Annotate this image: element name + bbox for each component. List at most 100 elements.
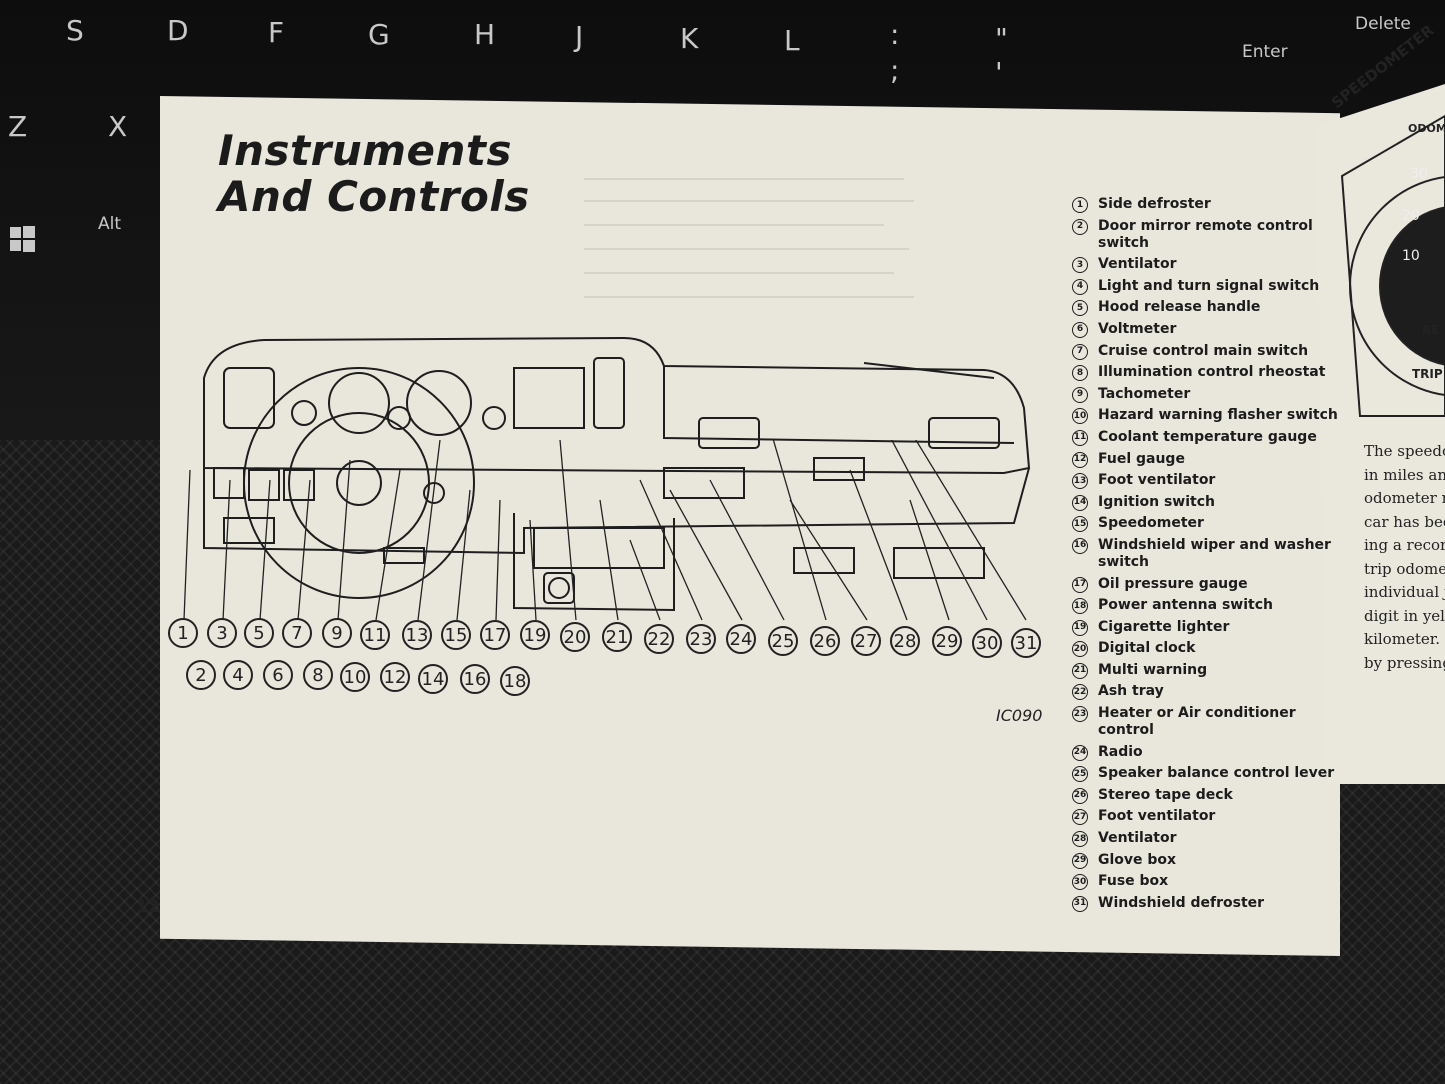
legend-num: 14 [1072,494,1088,511]
legend-num: 28 [1072,831,1088,848]
key-f: F [268,16,285,49]
dashboard-illustration [203,336,1031,612]
legend-num: 25 [1072,766,1088,783]
callout-10: 10 [340,662,370,692]
legend-num: 15 [1072,516,1088,533]
callout-18: 18 [500,666,530,696]
key-colon: : [890,18,900,51]
gauge-label-10: 10 [1402,248,1420,264]
callout-23: 23 [686,624,716,654]
legend-item: 20 Digital clock [1072,640,1352,658]
legend-num: 22 [1072,684,1088,701]
key-delete: Delete [1355,14,1411,34]
legend-label: Power antenna switch [1098,597,1273,614]
legend-num: 26 [1072,787,1088,804]
legend-label: Hood release handle [1098,299,1261,316]
speedo-line: kilometer. Re [1364,630,1445,648]
legend-label: Cruise control main switch [1098,342,1309,359]
speedometer-gauge-illustration: ODOM 30 20 10 RE TRIP [1340,114,1445,417]
callout-11: 11 [360,620,390,650]
legend-label: Multi warning [1098,661,1208,678]
legend-label: Side defroster [1098,196,1211,212]
callout-22: 22 [644,624,674,654]
key-alt: Alt [98,214,122,234]
legend-label: Digital clock [1098,640,1196,657]
callout-6: 6 [263,660,293,690]
legend-num: 31 [1072,895,1088,912]
gauge-label-30: 30 [1410,166,1428,182]
speedo-line: digit in yellow [1364,606,1445,625]
legend-item: 7 Cruise control main switch [1072,343,1352,360]
gauge-label-re: RE [1422,323,1439,337]
legend-label: Fuse box [1098,873,1169,890]
legend-num: 7 [1072,343,1088,360]
legend-label: Glove box [1098,851,1177,868]
legend-label: Windshield wiper and washer switch [1098,536,1331,570]
page-title-line1: Instruments [218,126,512,175]
figure-code: IC090 [996,706,1043,725]
legend-label: Light and turn signal switch [1098,277,1320,294]
key-k: K [680,22,699,55]
legend-num: 13 [1072,473,1088,490]
gauge-label-odom: ODOM [1408,122,1445,135]
legend-label: Foot ventilator [1098,808,1216,825]
callout-4: 4 [223,660,253,690]
legend-num: 30 [1072,874,1088,891]
legend-label: Voltmeter [1098,320,1177,337]
key-enter: Enter [1242,42,1288,62]
callout-27: 27 [851,626,881,656]
callout-7: 7 [282,618,312,648]
legend-num: 19 [1072,619,1088,636]
legend-num: 21 [1072,662,1088,679]
key-d: D [167,14,189,47]
speedo-line: car has been d [1364,512,1445,531]
legend-num: 16 [1072,537,1088,554]
gauge-label-trip: TRIP [1412,367,1443,381]
callout-12: 12 [380,662,410,692]
legend-label: Coolant temperature gauge [1098,428,1317,445]
legend-num: 18 [1072,598,1088,615]
key-apostrophe: ' [995,56,1003,89]
callout-13: 13 [402,620,432,650]
legend-item: 16 Windshield wiper and washer switch [1072,537,1352,571]
legend-item: 27 Foot ventilator [1072,808,1352,826]
legend-num: 2 [1072,218,1088,235]
legend-item: 11 Coolant temperature gauge [1072,429,1352,446]
key-g: G [368,18,390,51]
callout-26: 26 [810,626,840,656]
speedo-line: odometer record [1364,489,1445,507]
callout-3: 3 [207,618,237,648]
callout-29: 29 [932,626,962,656]
callout-31: 31 [1011,628,1041,658]
callout-30: 30 [972,628,1002,658]
legend-num: 11 [1072,429,1088,446]
legend-num: 1 [1072,197,1088,213]
callout-19: 19 [520,620,550,650]
legend-num: 27 [1072,809,1088,826]
legend-num: 20 [1072,641,1088,658]
key-s: S [66,14,84,47]
callout-leader-lines [183,440,1027,621]
key-h: H [474,18,496,51]
page-number: 12 [136,897,160,917]
legend-label: Heater or Air conditioner control [1098,705,1296,739]
speedometer-description: The speedometein miles andodometer recor… [1364,440,1445,675]
show-through-text [584,172,924,712]
legend-num: 9 [1072,386,1088,403]
key-x: X [108,110,128,143]
